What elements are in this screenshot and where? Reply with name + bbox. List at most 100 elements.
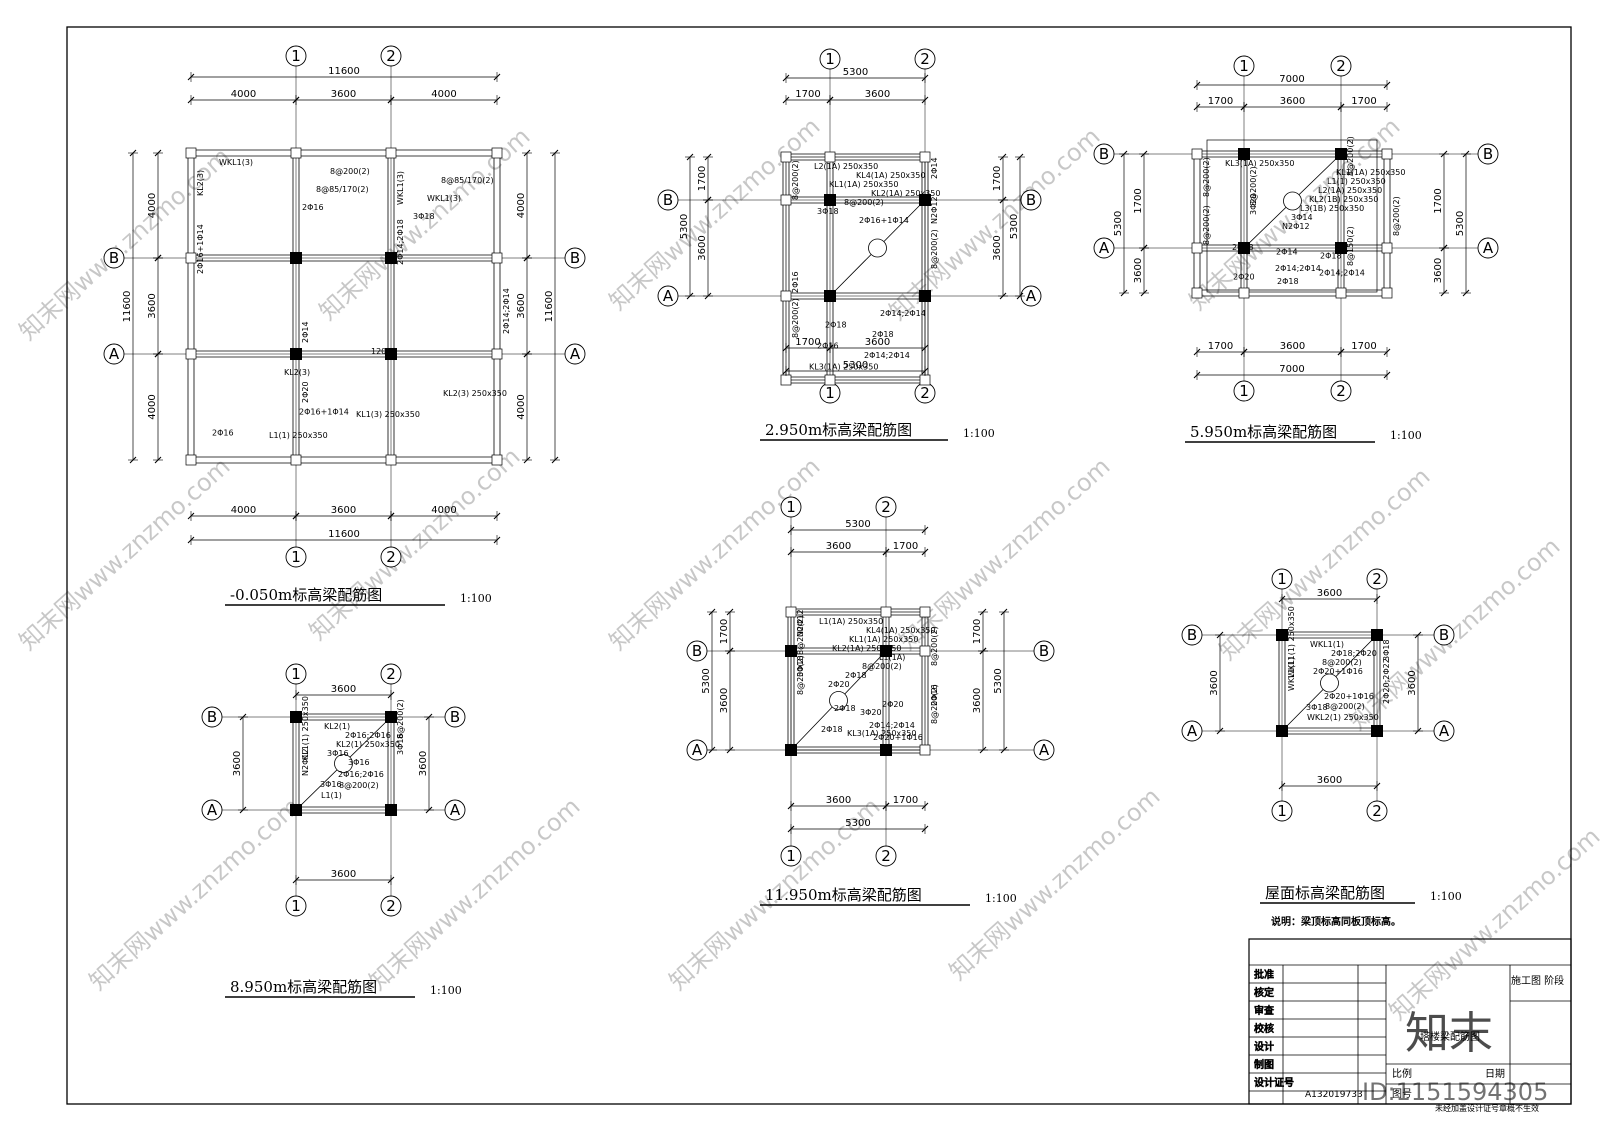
rebar-annotation: 2Φ20 bbox=[828, 680, 850, 689]
rebar-annotation: 8@200(2) bbox=[796, 615, 805, 655]
column-outline bbox=[824, 374, 836, 386]
rebar-annotation: WKL2(1) 250x350 bbox=[1307, 713, 1379, 722]
dimension-label: 5300 bbox=[1009, 214, 1020, 239]
column-outline bbox=[919, 151, 931, 163]
dimension-label: 5300 bbox=[843, 360, 868, 371]
column-outline bbox=[1381, 287, 1393, 299]
column-outline bbox=[780, 194, 792, 206]
plan-title: 5.950m标高梁配筋图 bbox=[1190, 423, 1337, 441]
plan-title: 屋面标高梁配筋图 bbox=[1265, 884, 1385, 902]
axis-bubble-bottom bbox=[780, 845, 802, 867]
dimension-label: 5300 bbox=[993, 668, 1004, 693]
axis-label: B bbox=[1187, 626, 1197, 644]
axis-bubble-right bbox=[1477, 237, 1499, 259]
rebar-annotation: 2Φ14;2Φ14 bbox=[864, 351, 910, 360]
rebar-annotation: 2Φ14;2Φ14 bbox=[1275, 264, 1321, 273]
plan-scale: 1:100 bbox=[963, 427, 995, 440]
axis-label: 2 bbox=[1336, 382, 1346, 400]
dimension-label: 1700 bbox=[1133, 188, 1144, 213]
rebar-annotation: 3Φ18 bbox=[796, 655, 805, 677]
column bbox=[1371, 725, 1383, 737]
axis-label: 2 bbox=[920, 384, 930, 402]
axis-label: B bbox=[207, 708, 217, 726]
sheet-frame bbox=[66, 26, 1572, 1105]
dimension-label: 3600 bbox=[418, 751, 429, 776]
rebar-annotation: L1(1) 250x350 bbox=[1327, 177, 1386, 186]
axis-label: 1 bbox=[291, 47, 301, 65]
axis-label: B bbox=[663, 191, 673, 209]
plan-scale: 1:100 bbox=[430, 984, 462, 997]
rebar-annotation: 8@200(2) bbox=[862, 662, 902, 671]
rebar-annotation: KL2(3) bbox=[284, 368, 310, 377]
column-outline bbox=[491, 252, 503, 264]
axis-bubble-right bbox=[564, 247, 586, 269]
axis-label: 2 bbox=[386, 897, 396, 915]
axis-label: 1 bbox=[291, 548, 301, 566]
axis-label: 1 bbox=[1239, 382, 1249, 400]
rebar-annotation: WKL1(3) bbox=[219, 158, 253, 167]
dimension-label: 1700 bbox=[1208, 96, 1233, 107]
dimension-label: 4000 bbox=[431, 505, 456, 516]
plan-scale: 1:100 bbox=[1390, 429, 1422, 442]
axis-bubble-bottom bbox=[285, 895, 307, 917]
rebar-annotation: 2Φ16 bbox=[817, 341, 839, 350]
cert-no: A132019733 bbox=[1305, 1090, 1363, 1100]
column-outline bbox=[491, 454, 503, 466]
axis-bubble-top bbox=[1330, 55, 1352, 77]
rebar-annotation: 2Φ20+1Φ16 bbox=[873, 733, 923, 742]
axis-bubble-right bbox=[1020, 189, 1042, 211]
axis-bubble-left bbox=[201, 799, 223, 821]
rebar-annotation: 8@200(2) bbox=[1202, 157, 1211, 197]
watermark-logo: 知末 bbox=[1405, 1008, 1493, 1059]
rebar-annotation: 2Φ18 bbox=[872, 330, 894, 339]
stage-text: 施工图 阶段 bbox=[1511, 974, 1564, 987]
rebar-annotation: 2Φ20 bbox=[1233, 273, 1255, 282]
column-outline bbox=[919, 374, 931, 386]
axis-label: B bbox=[109, 249, 119, 267]
plan-scale: 1:100 bbox=[985, 892, 1017, 905]
dimension-label: 11600 bbox=[122, 291, 133, 323]
dimension-label: 5300 bbox=[701, 668, 712, 693]
axis-label: A bbox=[1483, 239, 1494, 257]
drawing-name: 塔楼梁配筋图 bbox=[1420, 1030, 1480, 1043]
dimension-label: 3600 bbox=[1280, 96, 1305, 107]
plan-title: 11.950m标高梁配筋图 bbox=[765, 886, 922, 904]
dimension-label: 1700 bbox=[697, 166, 708, 191]
dimension-label: 3600 bbox=[1133, 258, 1144, 283]
axis-bubble-top bbox=[1366, 568, 1388, 590]
axis-label: 2 bbox=[1372, 570, 1382, 588]
rebar-annotation: 8@200(2) bbox=[791, 160, 800, 200]
rebar-annotation: 2Φ20;2Φ22 bbox=[1382, 658, 1391, 704]
rebar-annotation: 2Φ14;2Φ14 bbox=[880, 309, 926, 318]
column-outline bbox=[185, 147, 197, 159]
axis-label: 1 bbox=[825, 384, 835, 402]
axis-bubble-right bbox=[1033, 640, 1055, 662]
rebar-annotation: KL2(3) 250x350 bbox=[443, 389, 507, 398]
rebar-annotation: 2Φ18 bbox=[1232, 243, 1254, 252]
rebar-annotation: N2Φ12 bbox=[930, 196, 939, 224]
rebar-annotation: 2Φ14;2Φ14 bbox=[502, 288, 511, 334]
dimension-label: 1700 bbox=[992, 166, 1003, 191]
dimension-label: 3600 bbox=[1407, 670, 1418, 695]
rebar-annotation: 8@200(2) bbox=[1249, 166, 1258, 206]
axis-label: A bbox=[109, 345, 120, 363]
rebar-annotation: 2Φ18 bbox=[1277, 277, 1299, 286]
rebar-annotation: 2Φ14;2Φ14 bbox=[869, 721, 915, 730]
axis-bubble-top bbox=[1271, 568, 1293, 590]
axis-bubble-right bbox=[444, 799, 466, 821]
column-outline bbox=[1191, 242, 1203, 254]
column bbox=[919, 290, 931, 302]
axis-bubble-bottom bbox=[1233, 380, 1255, 402]
column-outline bbox=[880, 606, 892, 618]
watermark-id: ID:1151594305 bbox=[1362, 1078, 1548, 1106]
axis-label: 2 bbox=[386, 548, 396, 566]
axis-label: 2 bbox=[386, 47, 396, 65]
rebar-annotation: WKL1(1) 250x350 bbox=[1287, 606, 1296, 678]
axis-label: 1 bbox=[786, 498, 796, 516]
rebar-annotation: KL2(3) bbox=[196, 170, 205, 196]
rebar-annotation: KL1(3) 250x350 bbox=[356, 410, 420, 419]
axis-label: B bbox=[1483, 145, 1493, 163]
